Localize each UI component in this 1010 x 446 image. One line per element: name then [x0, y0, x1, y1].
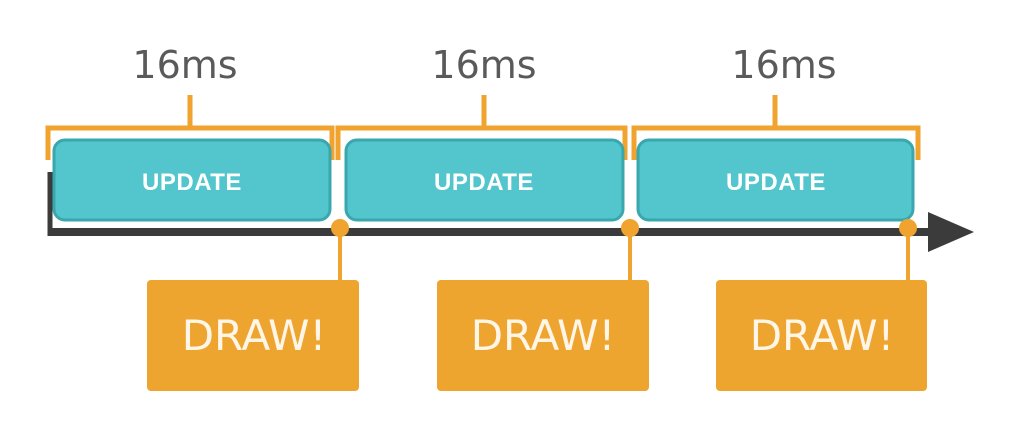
- frame-2: 16ms UPDATE DRAW!: [335, 43, 649, 391]
- frame-3-duration-label: 16ms: [731, 43, 836, 87]
- frame-3-vsync-marker: [899, 219, 917, 237]
- frame-2-duration-label: 16ms: [431, 43, 536, 87]
- frame-1-bracket: [45, 95, 335, 160]
- frame-1-draw-label: DRAW!: [182, 311, 327, 360]
- frame-2-update-block: [344, 138, 625, 222]
- frame-2-update-label: UPDATE: [434, 169, 534, 196]
- frame-3-update-label: UPDATE: [726, 169, 826, 196]
- timeline: [47, 172, 974, 252]
- frame-3-bracket: [631, 95, 921, 160]
- frame-3-update-block: [636, 138, 915, 222]
- frame-2-bracket: [335, 95, 628, 160]
- frame-1: 16ms UPDATE DRAW!: [45, 43, 359, 391]
- frame-2-draw-block: [437, 280, 649, 391]
- arrow-right-icon: [928, 212, 974, 252]
- frame-1-vsync-marker: [331, 219, 349, 237]
- frame-1-update-block: [52, 138, 332, 222]
- frame-1-update-label: UPDATE: [142, 169, 242, 196]
- frame-2-vsync-marker: [621, 219, 639, 237]
- frame-3-draw-label: DRAW!: [750, 311, 895, 360]
- frame-3-draw-block: [716, 280, 927, 391]
- frame-2-draw-label: DRAW!: [471, 311, 616, 360]
- frame-1-draw-block: [147, 280, 359, 391]
- frame-1-duration-label: 16ms: [132, 43, 237, 87]
- frame-3: 16ms UPDATE DRAW!: [631, 43, 927, 391]
